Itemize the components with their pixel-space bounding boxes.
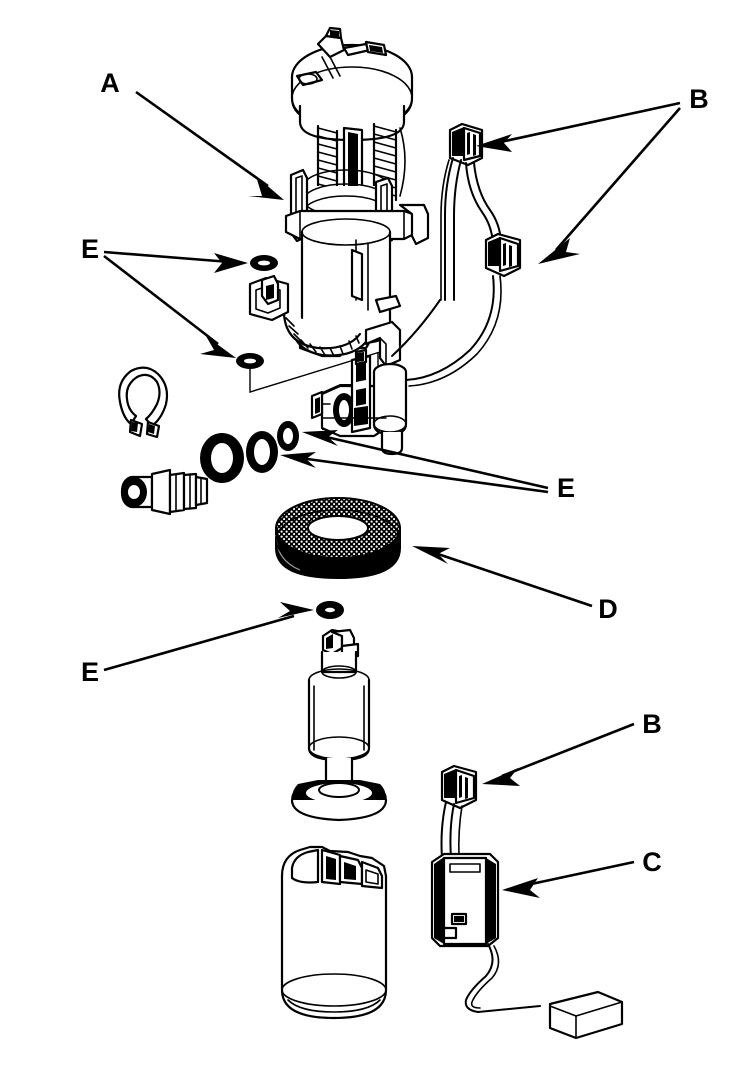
callout-label-e-right: E bbox=[557, 473, 575, 503]
callout-label-b-lower: B bbox=[642, 709, 662, 739]
callout-label-d: D bbox=[598, 594, 618, 624]
regulator-block bbox=[310, 348, 408, 456]
fuel-pump-module-assembly bbox=[248, 26, 430, 368]
callout-leader-E-pump bbox=[103, 602, 314, 672]
fuel-level-sender-assembly bbox=[430, 764, 624, 1040]
callout-label-b-top: B bbox=[689, 84, 709, 114]
callout-label-e-upper: E bbox=[81, 234, 99, 264]
callout-leader-E-right bbox=[280, 430, 549, 494]
o-ring-pump-inlet bbox=[316, 601, 344, 619]
callout-leader-D bbox=[412, 546, 593, 608]
callout-label-a: A bbox=[100, 68, 120, 98]
retaining-clip bbox=[118, 366, 169, 439]
pump-housing-cup bbox=[280, 845, 388, 1020]
pressure-regulator bbox=[120, 468, 209, 516]
o-ring-upper bbox=[250, 255, 278, 271]
corrugated-hose bbox=[282, 312, 368, 357]
sender-connector bbox=[440, 764, 478, 810]
callout-leader-E-upper bbox=[103, 250, 248, 358]
sender-float bbox=[548, 990, 624, 1040]
callout-leader-C bbox=[502, 860, 635, 898]
wire-harness-connector-lower bbox=[484, 232, 522, 278]
wire-harness-connector-upper bbox=[448, 122, 484, 167]
callout-label-e-pump: E bbox=[81, 657, 99, 687]
fuel-pump bbox=[290, 628, 388, 822]
o-ring-seal-ring bbox=[246, 431, 278, 473]
callout-label-c: C bbox=[642, 847, 662, 877]
wire-harness-upper bbox=[391, 122, 522, 387]
o-ring-middle bbox=[236, 353, 264, 369]
module-spring-left bbox=[316, 124, 339, 194]
callout-leader-A bbox=[135, 90, 284, 200]
seal-washer bbox=[200, 433, 244, 483]
module-spring-right bbox=[372, 122, 406, 202]
callout-leader-B-top bbox=[476, 101, 681, 264]
o-ring-small bbox=[277, 421, 299, 451]
callout-leader-B-lower bbox=[482, 722, 635, 786]
fuel-filter-mesh-ring bbox=[275, 497, 401, 580]
